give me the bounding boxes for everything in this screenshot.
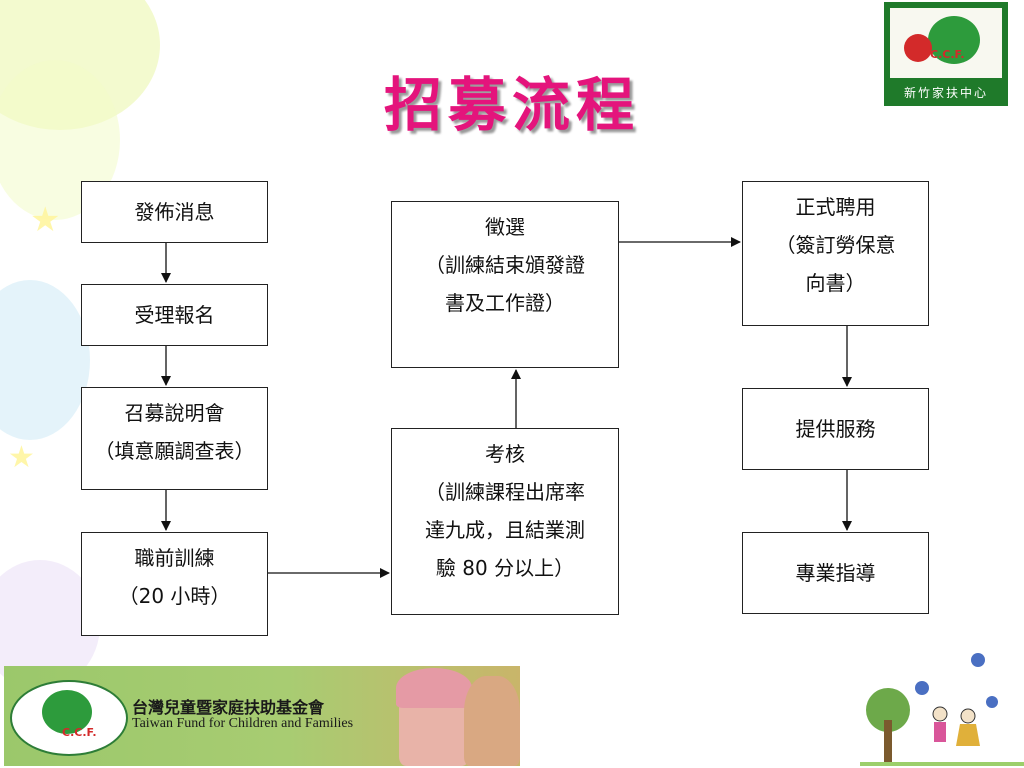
step-text-line: （填意願調查表） <box>94 439 255 463</box>
step-text-line: 書及工作證） <box>445 291 565 315</box>
star-decoration: ★ <box>8 440 35 475</box>
step-accept-registration: 受理報名 <box>81 284 268 346</box>
step-text-line: 召募說明會 <box>124 401 225 425</box>
step-publish-news: 發佈消息 <box>81 181 268 243</box>
step-text-line: 發佈消息 <box>134 200 215 224</box>
child-icon <box>904 34 932 62</box>
child-photo <box>464 676 520 766</box>
page-title: 招募流程 <box>383 71 640 139</box>
step-text-line: 專業指導 <box>795 561 876 585</box>
step-text-line: 驗 80 分以上） <box>435 556 575 580</box>
step-text-line: 徵選 <box>485 215 525 239</box>
step-text-line: （訓練結束頒發證 <box>425 253 585 277</box>
balloon-icon <box>915 681 929 695</box>
tree-trunk <box>884 720 892 764</box>
balloon-icon <box>986 696 998 708</box>
step-pre-service-training: 職前訓練 （20 小時） <box>81 532 268 636</box>
child-figure-head <box>960 708 976 724</box>
foundation-logo-text: C.C.F. <box>62 726 97 739</box>
foundation-name-chinese: 台灣兒童暨家庭扶助基金會 <box>132 698 325 717</box>
step-text-line: 提供服務 <box>795 417 876 441</box>
tree-icon <box>866 688 910 732</box>
foundation-banner: C.C.F. 台灣兒童暨家庭扶助基金會 Taiwan Fund for Chil… <box>4 666 520 766</box>
ccf-logo: C.C.F. 新竹家扶中心 <box>884 2 1008 106</box>
step-selection: 徵選 （訓練結束頒發證書及工作證） <box>391 201 619 368</box>
step-text-line: （訓練課程出席率 <box>425 480 585 504</box>
step-text-line: 受理報名 <box>134 303 215 327</box>
star-decoration: ★ <box>30 200 61 240</box>
child-figure-head <box>932 706 948 722</box>
step-text-line: 達九成，且結業測 <box>425 518 585 542</box>
step-briefing-session: 召募說明會 （填意願調查表） <box>81 387 268 490</box>
step-provide-service: 提供服務 <box>742 388 929 470</box>
step-professional-guidance: 專業指導 <box>742 532 929 614</box>
ccf-logo-caption: 新竹家扶中心 <box>903 86 988 100</box>
ccf-logo-text: C.C.F. <box>930 48 965 61</box>
ccf-logo-emblem: C.C.F. <box>890 8 1002 78</box>
step-text-line: 正式聘用 <box>795 195 876 219</box>
foundation-name-english: Taiwan Fund for Children and Families <box>132 716 354 731</box>
step-text-line: 考核 <box>485 442 525 466</box>
children-illustration <box>860 653 1024 766</box>
child-photo-hat <box>396 668 472 708</box>
step-text-line: （簽訂勞保意 <box>775 233 896 257</box>
globe-icon <box>928 16 980 64</box>
globe-icon <box>42 690 92 734</box>
child-figure-dress <box>956 724 980 746</box>
step-text-line: 職前訓練 <box>134 546 215 570</box>
child-figure-body <box>934 722 946 742</box>
balloon-icon <box>971 653 985 667</box>
step-formal-hiring: 正式聘用 （簽訂勞保意向書） <box>742 181 929 326</box>
step-assessment: 考核 （訓練課程出席率達九成，且結業測驗 80 分以上） <box>391 428 619 615</box>
foundation-logo: C.C.F. <box>10 680 128 756</box>
step-text-line: （20 小時） <box>118 584 231 608</box>
step-text-line: 向書） <box>805 271 866 295</box>
